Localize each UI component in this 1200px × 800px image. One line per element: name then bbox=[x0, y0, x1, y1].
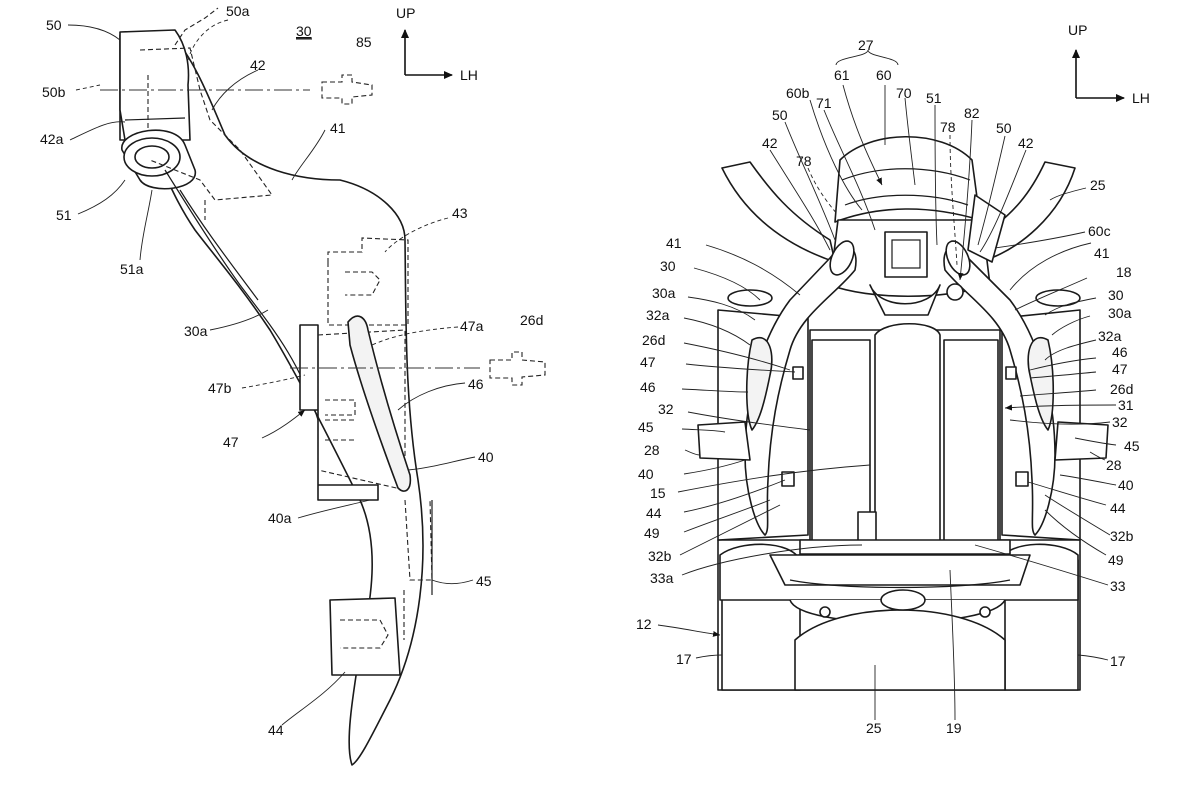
label-50-right: 50 bbox=[996, 120, 1012, 136]
label-40-right: 40 bbox=[1118, 477, 1134, 493]
lh-label: LH bbox=[460, 67, 478, 83]
label-51: 51 bbox=[926, 90, 942, 106]
label-50a: 50a bbox=[226, 3, 250, 19]
label-70: 70 bbox=[896, 85, 912, 101]
label-78-left: 78 bbox=[796, 153, 812, 169]
label-30-right: 30 bbox=[1108, 287, 1124, 303]
label-12: 12 bbox=[636, 616, 652, 632]
label-17-right: 17 bbox=[1110, 653, 1126, 669]
left-direction-indicator: UP LH bbox=[396, 5, 478, 83]
label-41-left: 41 bbox=[666, 235, 682, 251]
label-40a: 40a bbox=[268, 510, 292, 526]
label-25-bottom: 25 bbox=[866, 720, 882, 736]
label-46: 46 bbox=[468, 376, 484, 392]
label-47-right: 47 bbox=[1112, 361, 1128, 377]
label-40: 40 bbox=[478, 449, 494, 465]
label-51a: 51a bbox=[120, 261, 144, 277]
label-42-left: 42 bbox=[762, 135, 778, 151]
label-30a: 30a bbox=[184, 323, 208, 339]
label-32a-left: 32a bbox=[646, 307, 670, 323]
up-label-right: UP bbox=[1068, 22, 1087, 38]
label-45-right: 45 bbox=[1124, 438, 1140, 454]
label-50-left: 50 bbox=[772, 107, 788, 123]
label-33a: 33a bbox=[650, 570, 674, 586]
label-32-left: 32 bbox=[658, 401, 674, 417]
handlebar-left bbox=[722, 162, 835, 262]
figure-title: 30 bbox=[296, 23, 312, 39]
label-19: 19 bbox=[946, 720, 962, 736]
grip-left bbox=[698, 422, 750, 460]
label-42a: 42a bbox=[40, 131, 64, 147]
label-78-top: 78 bbox=[940, 119, 956, 135]
label-71: 71 bbox=[816, 95, 832, 111]
label-51: 51 bbox=[56, 207, 72, 223]
screw-85 bbox=[322, 75, 372, 104]
label-49-left: 49 bbox=[644, 525, 660, 541]
label-44-right: 44 bbox=[1110, 500, 1126, 516]
label-50b: 50b bbox=[42, 84, 66, 100]
label-44-left: 44 bbox=[646, 505, 662, 521]
label-42: 42 bbox=[250, 57, 266, 73]
label-46-right: 46 bbox=[1112, 344, 1128, 360]
label-47b: 47b bbox=[208, 380, 232, 396]
label-45: 45 bbox=[476, 573, 492, 589]
label-30-left: 30 bbox=[660, 258, 676, 274]
label-44: 44 bbox=[268, 722, 284, 738]
label-45-left: 45 bbox=[638, 419, 654, 435]
label-42-right: 42 bbox=[1018, 135, 1034, 151]
label-27: 27 bbox=[858, 37, 874, 53]
screw-26d bbox=[490, 352, 545, 385]
pivot-boss bbox=[120, 30, 190, 140]
label-28-left: 28 bbox=[644, 442, 660, 458]
label-26d-left: 26d bbox=[642, 332, 665, 348]
label-32b-left: 32b bbox=[648, 548, 672, 564]
label-60: 60 bbox=[876, 67, 892, 83]
label-43: 43 bbox=[452, 205, 468, 221]
label-41: 41 bbox=[330, 120, 346, 136]
label-32b-right: 32b bbox=[1110, 528, 1134, 544]
label-40-left: 40 bbox=[638, 466, 654, 482]
label-30a-right: 30a bbox=[1108, 305, 1132, 321]
label-33: 33 bbox=[1110, 578, 1126, 594]
right-direction-indicator: UP LH bbox=[1068, 22, 1150, 106]
lh-label-right: LH bbox=[1132, 90, 1150, 106]
label-41-right: 41 bbox=[1094, 245, 1110, 261]
label-17-left: 17 bbox=[676, 651, 692, 667]
label-26d-right: 26d bbox=[1110, 381, 1133, 397]
label-60b: 60b bbox=[786, 85, 810, 101]
label-47a: 47a bbox=[460, 318, 484, 334]
label-50: 50 bbox=[46, 17, 62, 33]
end-knob bbox=[330, 598, 400, 675]
master-cylinder-housing bbox=[835, 137, 980, 222]
label-28-right: 28 bbox=[1106, 457, 1122, 473]
label-30a-left: 30a bbox=[652, 285, 676, 301]
label-49-right: 49 bbox=[1108, 552, 1124, 568]
label-60c: 60c bbox=[1088, 223, 1111, 239]
label-85: 85 bbox=[356, 34, 372, 50]
right-view: UP LH bbox=[636, 22, 1150, 736]
label-32a-right: 32a bbox=[1098, 328, 1122, 344]
label-15: 15 bbox=[650, 485, 666, 501]
left-view: UP LH 30 bbox=[40, 3, 545, 765]
label-26d: 26d bbox=[520, 312, 543, 328]
label-61: 61 bbox=[834, 67, 850, 83]
grip-right bbox=[1055, 422, 1108, 460]
label-82: 82 bbox=[964, 105, 980, 121]
label-18: 18 bbox=[1116, 264, 1132, 280]
label-25-top: 25 bbox=[1090, 177, 1106, 193]
label-47-left: 47 bbox=[640, 354, 656, 370]
label-46-left: 46 bbox=[640, 379, 656, 395]
label-32-right: 32 bbox=[1112, 414, 1128, 430]
up-label: UP bbox=[396, 5, 415, 21]
label-31: 31 bbox=[1118, 397, 1134, 413]
label-47: 47 bbox=[223, 434, 239, 450]
